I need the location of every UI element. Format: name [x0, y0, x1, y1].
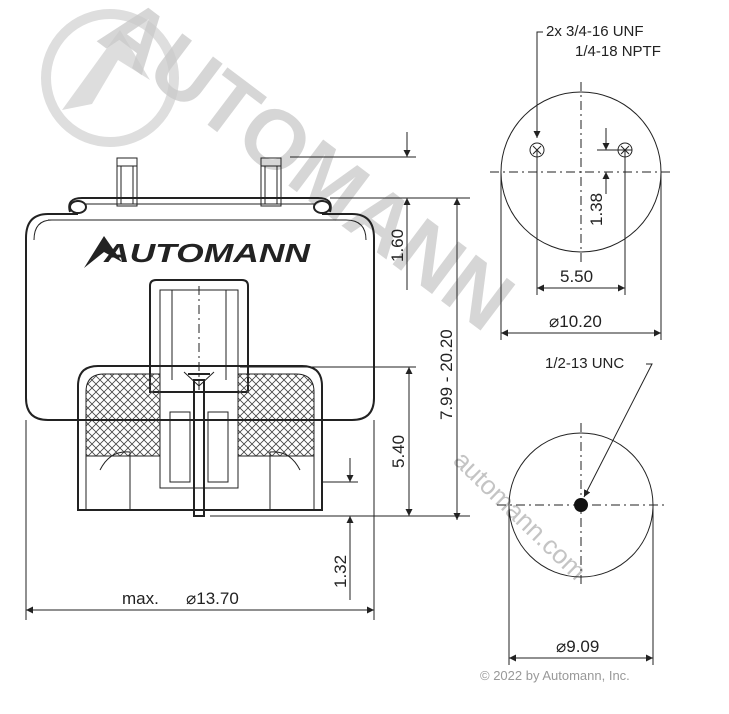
top-view: 2x 3/4-16 UNF 1/4-18 NPTF 5.50 1.38 ⌀10.…	[490, 23, 672, 340]
callout-bottom-thread: 1/2-13 UNC	[545, 355, 624, 372]
piston-assembly	[149, 279, 249, 393]
dim-stud-spacing: 5.50	[560, 267, 593, 286]
dim-stud-offset: 1.38	[587, 193, 606, 226]
callout-top-thread-1: 2x 3/4-16 UNF	[546, 23, 644, 40]
dim-bottom-offset: 1.32	[331, 555, 350, 588]
dim-base-diameter: ⌀9.09	[556, 637, 599, 656]
piston-base	[77, 365, 323, 517]
dim-max-prefix: max.	[122, 589, 159, 608]
bellows-logo-text: AUTOMANN	[103, 238, 312, 268]
bellows-logo: AUTOMANN	[84, 236, 312, 268]
dim-height-range: 7.99 - 20.20	[437, 329, 456, 420]
logo-mark-icon	[84, 236, 122, 268]
dim-max-diameter: ⌀13.70	[186, 589, 239, 608]
dim-top-offset: 1.60	[388, 229, 407, 262]
bellows-outline	[25, 213, 375, 421]
bottom-view: 1/2-13 UNC ⌀9.09	[497, 355, 665, 665]
side-view: AUTOMANN	[25, 157, 375, 517]
dim-piston-height: 5.40	[389, 435, 408, 468]
side-dimensions: 1.60 7.99 - 20.20 5.40 1.32 max. ⌀13.70	[25, 132, 470, 620]
watermark-circle	[41, 9, 179, 147]
copyright-text: © 2022 by Automann, Inc.	[480, 668, 630, 683]
center-bolt-hole	[574, 498, 588, 512]
watermark-brand-text: AUTOMANN	[84, 0, 531, 348]
watermark: AUTOMANN automann.com	[41, 0, 592, 586]
callout-top-thread-2: 1/4-18 NPTF	[575, 43, 661, 60]
watermark-logo-mark	[62, 30, 150, 110]
dim-plate-diameter: ⌀10.20	[549, 312, 602, 331]
